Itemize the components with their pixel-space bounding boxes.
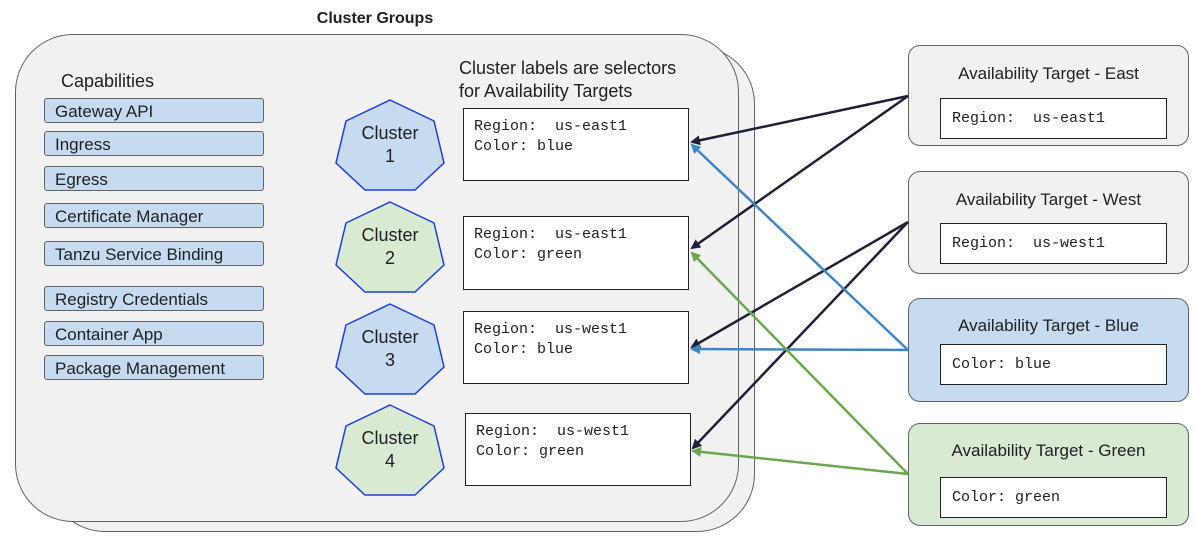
cluster-4-color-label: Color: green (476, 443, 585, 460)
heptagon-icon (335, 99, 445, 191)
cluster-2-region-label: Region: us-east1 (474, 226, 628, 243)
availability-target-east: Availability Target - East Region: us-ea… (908, 45, 1189, 146)
diagram-title: Cluster Groups (316, 10, 434, 27)
arrow-blue-to-cluster-1 (690, 143, 909, 351)
cluster-3-line2: 3 (384, 350, 395, 370)
target-blue-selector: Color: blue (940, 344, 1167, 385)
heptagon-icon (335, 404, 445, 496)
capability-package-management: Package Management (44, 355, 264, 380)
target-east-selector: Region: us-east1 (940, 98, 1167, 139)
capability-container-app: Container App (44, 321, 264, 346)
arrow-blue-to-cluster-3 (690, 344, 909, 355)
cluster-1-line2: 1 (384, 146, 395, 166)
target-green-title: Availability Target - Green (951, 441, 1146, 460)
arrow-green-to-cluster-4 (691, 446, 909, 476)
target-east-title: Availability Target - East (958, 64, 1139, 83)
cluster-3-line1: Cluster (361, 327, 419, 347)
target-west-selector: Region: us-west1 (940, 223, 1167, 264)
cluster-3-color-label: Color: blue (474, 341, 574, 358)
capability-certificate-manager: Certificate Manager (44, 203, 264, 228)
availability-target-blue: Availability Target - Blue Color: blue (908, 298, 1189, 402)
cluster-4-line1: Cluster (361, 428, 419, 448)
cluster-3-region-label: Region: us-west1 (474, 321, 628, 338)
capability-gateway-api: Gateway API (44, 98, 264, 123)
heptagon-icon (335, 201, 445, 293)
availability-target-west: Availability Target - West Region: us-we… (908, 171, 1189, 274)
target-green-selector: Color: green (940, 477, 1167, 518)
cluster-2-line1: Cluster (361, 225, 419, 245)
capabilities-title: Capabilities (61, 71, 155, 91)
capability-registry-credentials: Registry Credentials (44, 286, 264, 311)
arrow-green-to-cluster-2 (690, 251, 909, 475)
target-west-title: Availability Target - West (955, 190, 1142, 209)
cluster-1-line1: Cluster (361, 123, 419, 143)
heptagon-icon (335, 303, 445, 395)
arrow-east-to-cluster-2 (690, 94, 909, 250)
cluster-2-color-label: Color: green (474, 246, 583, 263)
cluster-2: Cluster 2 (334, 200, 446, 294)
cluster-1-region-label: Region: us-east1 (474, 118, 628, 135)
availability-target-green: Availability Target - Green Color: green (908, 423, 1189, 526)
arrow-east-to-cluster-1 (690, 94, 909, 146)
arrow-west-to-cluster-4 (691, 221, 909, 450)
capability-ingress: Ingress (44, 131, 264, 156)
cluster-4-line2: 4 (384, 451, 395, 471)
cluster-4-region-label: Region: us-west1 (476, 423, 630, 440)
selectors-title: Cluster labels are selectors for Availab… (459, 58, 677, 101)
cluster-4: Cluster 4 (334, 403, 446, 497)
cluster-3: Cluster 3 (334, 302, 446, 396)
capability-tanzu-service-binding: Tanzu Service Binding (44, 241, 264, 266)
target-blue-title: Availability Target - Blue (958, 316, 1139, 335)
arrow-west-to-cluster-3 (690, 220, 909, 349)
cluster-1-color-label: Color: blue (474, 138, 574, 155)
capability-egress: Egress (44, 166, 264, 191)
cluster-2-line2: 2 (384, 248, 395, 268)
cluster-1: Cluster 1 (334, 98, 446, 192)
